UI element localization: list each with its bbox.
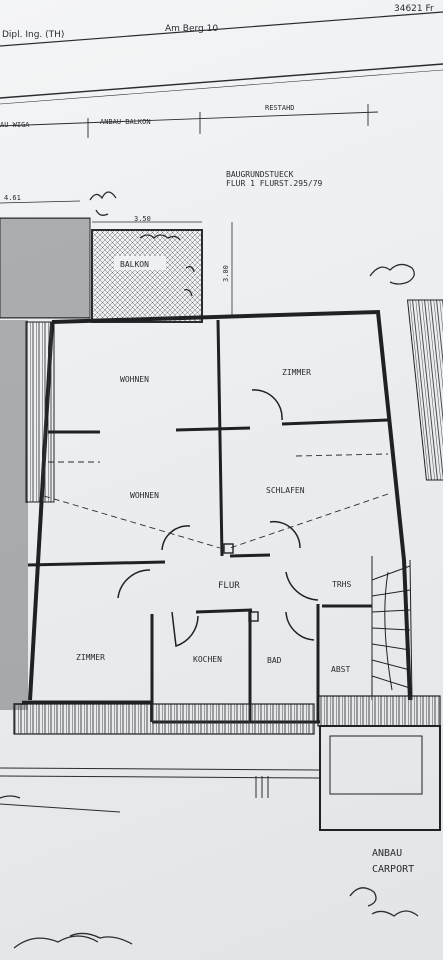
plot-label-line2: FLUR 1 FLURST.295/79 (226, 179, 323, 188)
staircase (371, 556, 413, 701)
left-dimension-line (0, 200, 81, 204)
room-zimmer-bottom: ZIMMER (76, 653, 105, 662)
room-schlafen: SCHLAFEN (266, 486, 305, 495)
terrace-hatch (13, 703, 315, 735)
room-bad: BAD (267, 656, 282, 665)
header-center-text: Am Berg 10 (165, 24, 218, 34)
left-wall-column (25, 321, 55, 503)
left-wall-hatch (0, 320, 28, 710)
room-wohnen-top: WOHNEN (120, 375, 149, 384)
balcony-area (91, 229, 203, 323)
balcony-width-label: 3.50 (134, 215, 151, 223)
balcony-label-bg (114, 256, 166, 270)
room-kochen: KOCHEN (193, 655, 222, 664)
left-dimension-label: 4.61 (4, 194, 21, 202)
balcony-depth-label: 3.00 (222, 265, 230, 282)
carport-inner (329, 735, 423, 795)
stair-landing-hatch (317, 695, 441, 727)
carport-label-line1: ANBAU (372, 848, 402, 859)
section-label-left: AU WIGA (0, 121, 30, 129)
room-flur: FLUR (218, 581, 240, 591)
title-block (0, 11, 443, 105)
header-left-text: Dipl. Ing. (TH) (2, 30, 64, 40)
room-balkon: BALKON (120, 260, 149, 269)
section-dimension-line (0, 104, 379, 138)
right-wall-hatch (406, 299, 443, 481)
room-zimmer-top: ZIMMER (282, 368, 311, 377)
chimney-shaft (223, 543, 234, 554)
ground-lines (0, 767, 321, 813)
room-trhs: TRHS (332, 580, 351, 589)
carport-label-line2: CARPORT (372, 864, 414, 875)
plot-label-line1: BAUGRUNDSTUECK (226, 170, 294, 179)
door-swings (117, 389, 319, 647)
vent-shaft (248, 611, 259, 622)
plant-doodle-icon (0, 191, 419, 949)
neighbour-building-hatch (0, 217, 91, 319)
section-label-middle: ANBAU BALKON (100, 118, 151, 126)
room-wohnen-bottom: WOHNEN (130, 491, 159, 500)
header-right-text: 34621 Fr (394, 4, 434, 14)
room-abst: ABST (331, 665, 350, 674)
section-label-right: RESTAHD (265, 104, 295, 112)
roof-slope-lines (43, 453, 389, 549)
